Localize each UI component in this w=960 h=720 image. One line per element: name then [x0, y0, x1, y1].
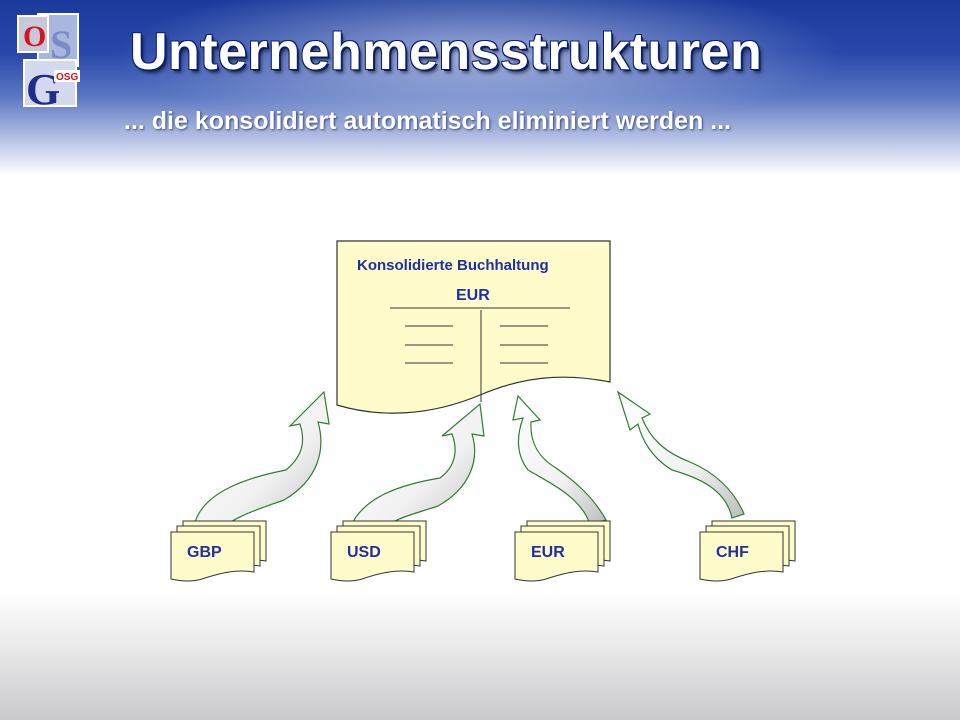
logo-block-o: [17, 15, 49, 53]
logo-small-text: OSG: [56, 72, 78, 83]
header-banner: [0, 0, 960, 175]
header-shine: [0, 0, 960, 120]
ledger-currency: EUR: [456, 287, 490, 304]
source-stack-usd: [330, 520, 427, 582]
osg-logo: O S G OSG: [17, 13, 80, 110]
logo-block-g: [23, 59, 77, 107]
ledger-title: Konsolidierte Buchhaltung: [357, 257, 549, 274]
logo-letter-o: O: [23, 20, 46, 53]
page-subtitle: ... die konsolidiert automatisch elimini…: [124, 107, 732, 135]
arrow-gbp-to-ledger: [194, 390, 330, 529]
ledger-rows-left: [405, 325, 453, 364]
arrow-chf-to-ledger: [616, 390, 745, 519]
logo-badge: [54, 70, 80, 82]
ledger-rows-right: [500, 325, 548, 364]
source-stack-gbp: [170, 520, 267, 582]
logo-letter-s: S: [50, 22, 72, 67]
page-title: Unternehmensstrukturen: [130, 23, 763, 81]
source-stack-eur: [514, 520, 611, 582]
source-label-gbp: GBP: [187, 544, 222, 561]
source-label-eur: EUR: [531, 544, 565, 561]
source-stack-chf: [699, 520, 796, 582]
arrow-eur-to-ledger: [512, 394, 607, 525]
source-label-chf: CHF: [716, 544, 749, 561]
source-label-usd: USD: [347, 544, 381, 561]
arrow-usd-to-ledger: [349, 402, 485, 533]
consolidated-ledger-document: [336, 240, 611, 414]
